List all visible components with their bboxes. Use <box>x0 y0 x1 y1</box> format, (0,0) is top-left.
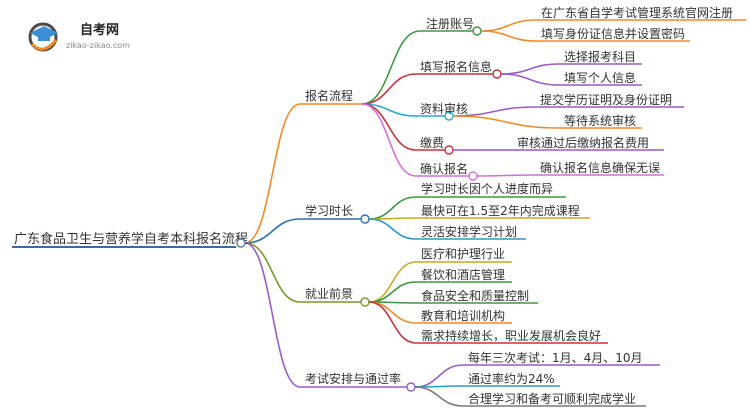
connector-branch-2-leaf-1 <box>368 281 417 303</box>
branch-label-exam: 考试安排与通过率 <box>305 371 401 386</box>
connector-branch-3-leaf-2 <box>414 386 464 407</box>
branch-study-duration: 学习时长 学习时长因个人进度而异 最快可在1.5至2年内完成课程 灵活安排学习计… <box>305 181 580 239</box>
site-logo: 自考网 zikao-zikao.com <box>28 22 130 52</box>
logo-subtitle: zikao-zikao.com <box>66 41 130 50</box>
leaf-label-pass-rate: 通过率约为24% <box>468 371 555 386</box>
connector-registration-4-leaf-0 <box>476 174 536 177</box>
connector-registration-2-leaf-1 <box>452 115 560 129</box>
leaf-label-demand: 需求持续增长，职业发展机会良好 <box>421 328 601 343</box>
connector-registration-0-leaf-0 <box>480 19 537 32</box>
connector-root-to-branch-2 <box>244 242 301 303</box>
leaf-label-food-safety: 食品安全和质量控制 <box>421 288 529 303</box>
leaf-label-complete: 合理学习和备考可顺利完成学业 <box>468 391 636 406</box>
dot-branch-1 <box>360 214 370 224</box>
leaf-label-choose-subject: 选择报考科目 <box>564 49 636 64</box>
connector-registration-0-leaf-1 <box>480 30 537 42</box>
leaf-label-submit-proof: 提交学历证明及身份证明 <box>540 92 672 107</box>
connector-registration-1 <box>361 73 417 105</box>
connector-root-to-branch-3 <box>244 242 301 388</box>
node-label-account: 注册账号 <box>426 16 474 31</box>
dot-registration-1 <box>492 69 502 79</box>
dot-registration-4 <box>468 171 478 181</box>
branch-label-career: 就业前景 <box>305 286 353 301</box>
leaf-label-own-pace: 学习时长因个人进度而异 <box>421 181 553 196</box>
connector-branch-3-leaf-0 <box>414 364 464 388</box>
logo-accent <box>30 39 58 51</box>
leaf-label-pay-fee: 审核通过后缴纳报名费用 <box>517 135 649 150</box>
root-node: 广东食品卫生与营养学自考本科报名流程 <box>12 231 248 248</box>
branch-label-study-duration: 学习时长 <box>305 203 353 218</box>
connector-branch-2-leaf-4 <box>368 301 417 344</box>
dot-branch-2 <box>360 297 370 307</box>
logo-cap-base <box>38 36 50 41</box>
root-label: 广东食品卫生与营养学自考本科报名流程 <box>14 231 248 247</box>
connector-registration-4 <box>361 103 417 177</box>
leaf-label-flexible: 灵活安排学习计划 <box>421 224 517 239</box>
connector-branch-1-leaf-0 <box>368 196 417 220</box>
leaf-label-medical: 医疗和护理行业 <box>421 247 505 261</box>
node-label-confirm: 确认报名 <box>420 161 468 176</box>
leaf-label-register-site: 在广东省自学考试管理系统官网注册 <box>541 5 733 20</box>
root-node-dot <box>236 238 246 248</box>
dot-registration-0 <box>472 26 482 36</box>
leaf-label-catering: 餐饮和酒店管理 <box>421 267 505 282</box>
node-label-fill-info: 填写报名信息 <box>420 59 492 74</box>
connector-branch-2-leaf-3 <box>368 301 417 324</box>
logo-title: 自考网 <box>80 22 119 38</box>
dot-registration-3 <box>444 145 454 155</box>
leaf-label-fastest: 最快可在1.5至2年内完成课程 <box>421 203 580 218</box>
leaf-label-wait-review: 等待系统审核 <box>564 113 636 128</box>
mind-map-connectors <box>244 19 746 407</box>
connector-root-to-branch-1 <box>244 218 301 244</box>
node-label-review: 资料审核 <box>420 101 468 116</box>
leaf-label-three-exams: 每年三次考试：1月、4月、10月 <box>468 350 643 365</box>
leaf-label-personal-info: 填写个人信息 <box>564 70 636 85</box>
connector-branch-1-leaf-2 <box>368 218 417 240</box>
leaf-label-education: 教育和培训机构 <box>421 308 505 323</box>
connector-registration-3 <box>361 103 417 151</box>
leaf-label-check-info: 确认报名信息确保无误 <box>540 160 660 175</box>
connector-root-to-branch-0 <box>244 103 301 244</box>
graduation-cap-icon <box>28 22 58 52</box>
logo-cap <box>30 26 58 40</box>
connector-registration-1-leaf-1 <box>500 73 560 86</box>
leaf-label-id-password: 填写身份证信息并设置密码 <box>541 26 685 41</box>
branch-label-registration: 报名流程 <box>305 88 353 103</box>
branch-career: 就业前景 医疗和护理行业 餐饮和酒店管理 食品安全和质量控制 教育和培训机构 需… <box>305 247 601 343</box>
connector-registration-1-leaf-0 <box>500 63 560 75</box>
connector-registration-0 <box>361 30 421 105</box>
branch-exam: 考试安排与通过率 每年三次考试：1月、4月、10月 通过率约为24% 合理学习和… <box>305 350 643 406</box>
node-label-fee: 缴费 <box>420 135 444 150</box>
dot-branch-3 <box>406 382 416 392</box>
branch-registration: 报名流程 注册账号 填写报名信息 资料审核 缴费 确认报名 在广东省自学考试管理… <box>305 5 733 176</box>
